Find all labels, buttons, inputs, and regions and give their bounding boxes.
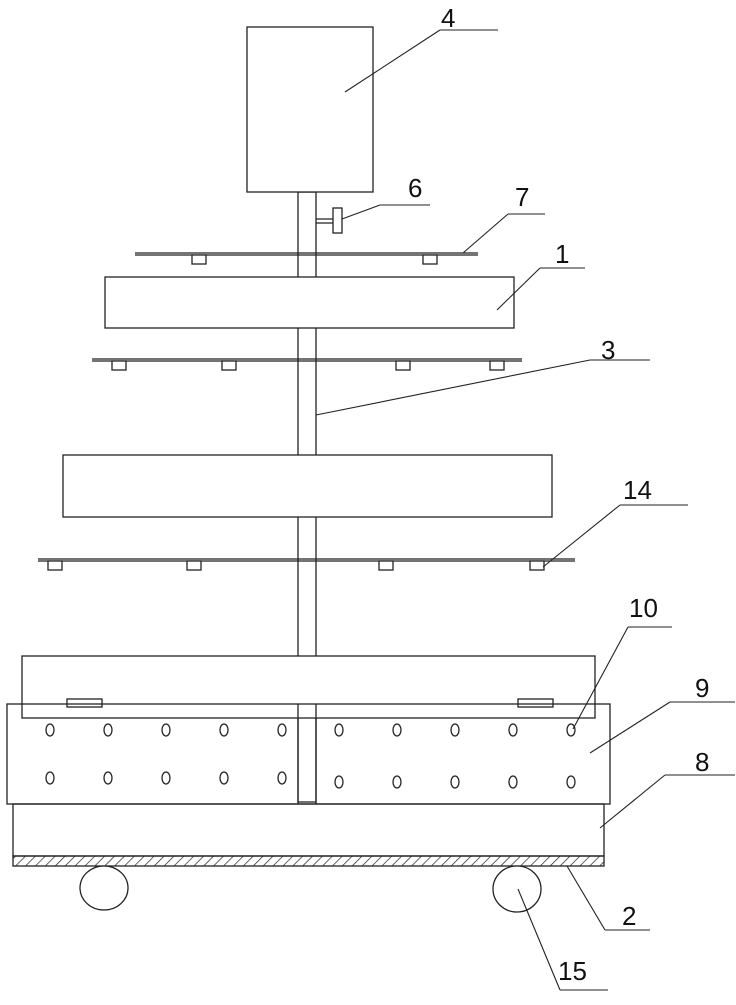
spray-pipe-upper bbox=[135, 252, 478, 265]
label-3: 3 bbox=[601, 335, 615, 365]
label-10: 10 bbox=[629, 593, 658, 623]
label-14: 14 bbox=[623, 475, 652, 505]
spray-pipe-middle bbox=[92, 358, 522, 371]
label-8: 8 bbox=[695, 747, 709, 777]
label-2: 2 bbox=[622, 901, 636, 931]
base-plate bbox=[12, 855, 605, 867]
drain-holes bbox=[45, 723, 576, 789]
label-6: 6 bbox=[408, 173, 422, 203]
hinge-left bbox=[66, 698, 103, 708]
reference-labels: 4 6 7 1 3 14 10 9 8 2 15 bbox=[408, 3, 709, 986]
tray-upper bbox=[104, 276, 515, 329]
label-1: 1 bbox=[555, 239, 569, 269]
top-tank bbox=[246, 26, 374, 193]
wheel-left bbox=[79, 865, 129, 911]
lower-body bbox=[12, 803, 605, 857]
base-lid bbox=[21, 655, 596, 719]
label-4: 4 bbox=[441, 3, 455, 33]
wheel-right bbox=[492, 865, 542, 913]
tray-middle bbox=[62, 454, 553, 518]
label-15: 15 bbox=[558, 956, 587, 986]
leader-lines bbox=[315, 29, 735, 991]
label-7: 7 bbox=[515, 182, 529, 212]
label-9: 9 bbox=[695, 673, 709, 703]
spray-pipe-lower bbox=[38, 558, 575, 571]
hinge-right bbox=[517, 698, 554, 708]
valve bbox=[316, 207, 343, 234]
